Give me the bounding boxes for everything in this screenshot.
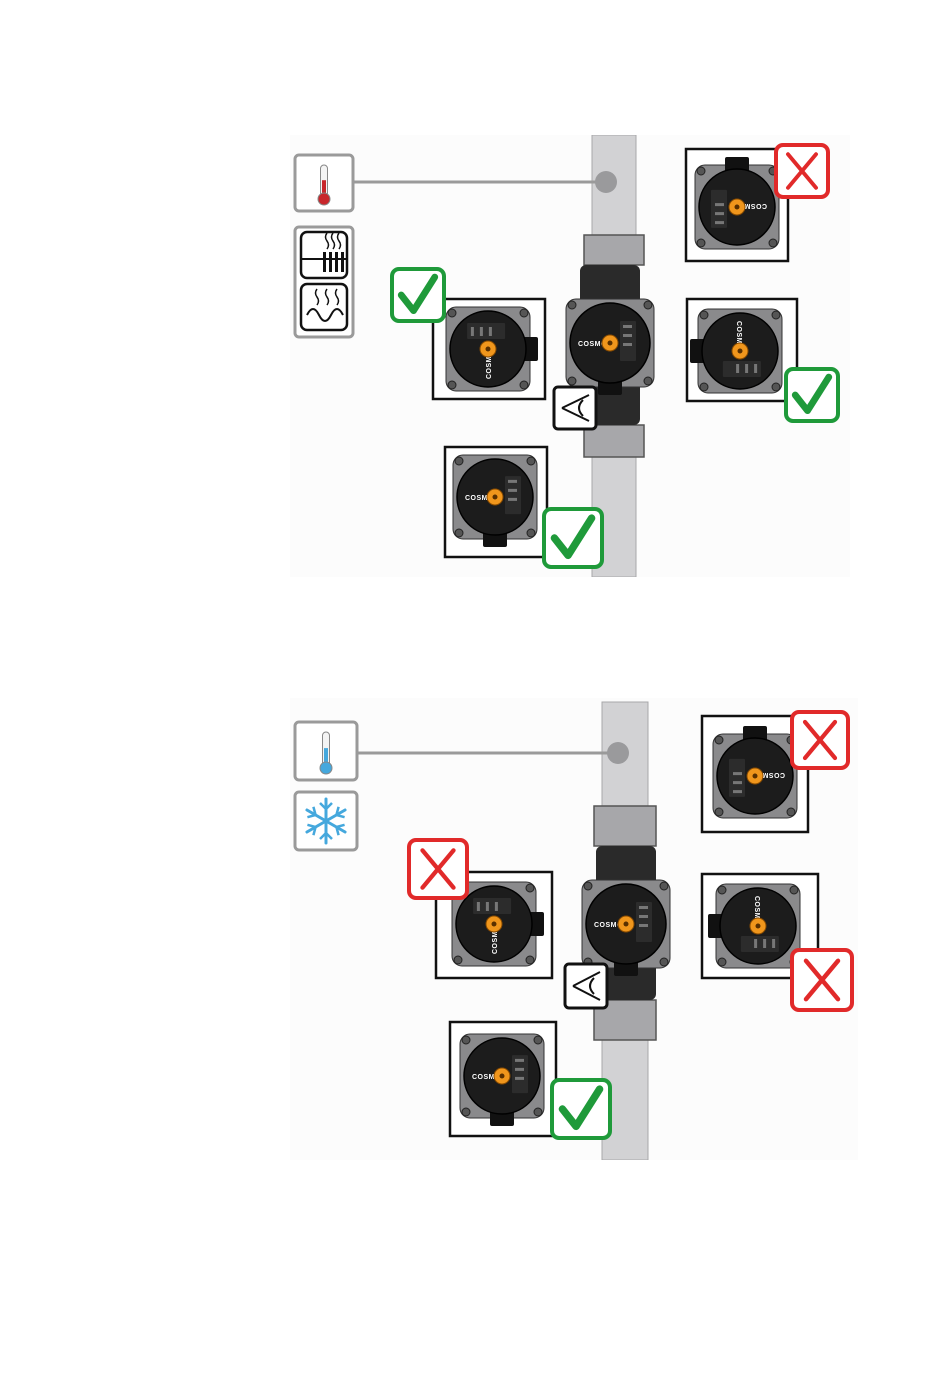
pump-bottom: COSMO bbox=[453, 455, 537, 547]
orientation-bottom: COSMO bbox=[445, 447, 602, 567]
orientation-bottom: COSMO bbox=[450, 1022, 610, 1138]
pump-left: COSMO bbox=[446, 307, 538, 391]
center-pump: COSMO bbox=[566, 299, 654, 395]
x-mark-icon bbox=[792, 712, 848, 768]
cooling-panel: COSMO COSMO COSMO COSMO COSMO bbox=[290, 698, 858, 1160]
check-mark-icon bbox=[552, 1080, 610, 1138]
eye-icon bbox=[554, 387, 596, 429]
pump-right: COSMO bbox=[690, 309, 782, 393]
check-mark-icon bbox=[544, 509, 602, 567]
x-mark-icon bbox=[792, 950, 852, 1010]
thermometer-warm-icon bbox=[295, 155, 353, 211]
sensor-point bbox=[595, 171, 617, 193]
union-nut bbox=[594, 806, 656, 846]
pump-bottom: COSMO bbox=[460, 1034, 544, 1126]
x-mark-icon bbox=[409, 840, 467, 898]
union-nut bbox=[584, 235, 644, 265]
check-mark-icon bbox=[392, 269, 444, 321]
snowflake-icon bbox=[295, 792, 357, 850]
check-mark-icon bbox=[786, 369, 838, 421]
radiator-icon bbox=[301, 232, 347, 278]
sensor-point bbox=[607, 742, 629, 764]
cooling-diagram: COSMO COSMO COSMO COSMO COSMO bbox=[290, 698, 858, 1160]
heating-panel: COSMO COSMO COSMO COSMO COSMO bbox=[290, 135, 850, 577]
orientation-left: COSMO bbox=[392, 269, 545, 399]
underfloor-heating-icon bbox=[301, 284, 347, 330]
heating-diagram: COSMO COSMO COSMO COSMO COSMO bbox=[290, 135, 850, 577]
pump-right: COSMO bbox=[708, 884, 800, 968]
thermometer-cold-icon bbox=[295, 722, 357, 780]
orientation-right: COSMO bbox=[687, 299, 838, 421]
pump-top-right: COSMO bbox=[695, 157, 779, 249]
orientation-top-right: COSMO bbox=[702, 712, 848, 832]
orientation-left: COSMO bbox=[409, 840, 552, 978]
center-pump: COSMO bbox=[582, 880, 670, 976]
x-mark-icon bbox=[776, 145, 828, 197]
eye-icon bbox=[565, 964, 607, 1008]
orientation-top-right: COSMO bbox=[686, 145, 828, 261]
pump-top-right: COSMO bbox=[713, 726, 797, 818]
orientation-right: COSMO bbox=[702, 874, 852, 1010]
